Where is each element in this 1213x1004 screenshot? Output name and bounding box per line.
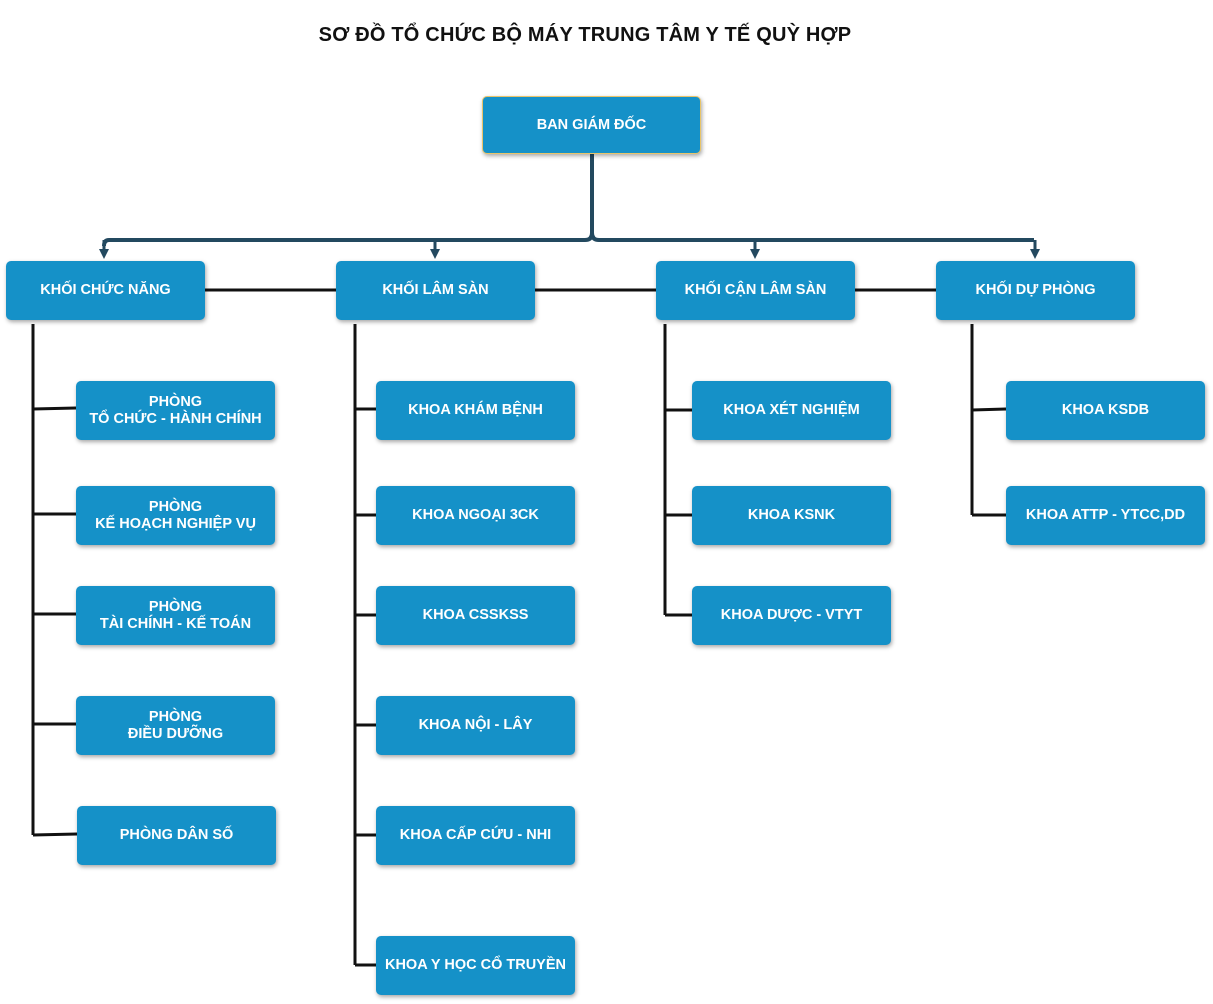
node-ban-giam-doc: BAN GIÁM ĐỐC <box>482 96 701 154</box>
unit-phong-dieu-duong: PHÒNG ĐIỀU DƯỠNG <box>76 696 275 755</box>
unit-khoa-ksdb: KHOA KSDB <box>1006 381 1205 440</box>
unit-khoa-kham-benh: KHOA KHÁM BỆNH <box>376 381 575 440</box>
unit-khoa-xet-nghiem: KHOA XÉT NGHIỆM <box>692 381 891 440</box>
bus-line-left <box>102 232 594 247</box>
unit-khoa-noi-lay: KHOA NỘI - LÂY <box>376 696 575 755</box>
unit-phong-ke-hoach-nghiep-vu: PHÒNG KẾ HOẠCH NGHIỆP VỤ <box>76 486 275 545</box>
block-khoi-can-lam-san: KHỐI CẬN LÂM SÀN <box>656 261 855 320</box>
unit-khoa-duoc-vtyt: KHOA DƯỢC - VTYT <box>692 586 891 645</box>
unit-khoa-ksnk: KHOA KSNK <box>692 486 891 545</box>
unit-khoa-cap-cuu-nhi: KHOA CẤP CỨU - NHI <box>376 806 575 865</box>
unit-khoa-y-hoc-co-truyen: KHOA Y HỌC CỔ TRUYỀN <box>376 936 575 995</box>
unit-khoa-ngoai-3ck: KHOA NGOẠI 3CK <box>376 486 575 545</box>
unit-khoa-attp-ytcc-dd: KHOA ATTP - YTCC,DD <box>1006 486 1205 545</box>
block-khoi-lam-san: KHỐI LÂM SÀN <box>336 261 535 320</box>
unit-phong-dan-so: PHÒNG DÂN SỐ <box>77 806 276 865</box>
unit-phong-to-chuc-hanh-chinh: PHÒNG TỔ CHỨC - HÀNH CHÍNH <box>76 381 275 440</box>
chart-title: SƠ ĐỒ TỔ CHỨC BỘ MÁY TRUNG TÂM Y TẾ QUỲ … <box>318 24 852 46</box>
block-khoi-chuc-nang: KHỐI CHỨC NĂNG <box>6 261 205 320</box>
unit-khoa-cssks: KHOA CSSKSS <box>376 586 575 645</box>
trunk-line <box>590 154 1034 242</box>
block-khoi-du-phong: KHỐI DỰ PHÒNG <box>936 261 1135 320</box>
unit-phong-tai-chinh-ke-toan: PHÒNG TÀI CHÍNH - KẾ TOÁN <box>76 586 275 645</box>
